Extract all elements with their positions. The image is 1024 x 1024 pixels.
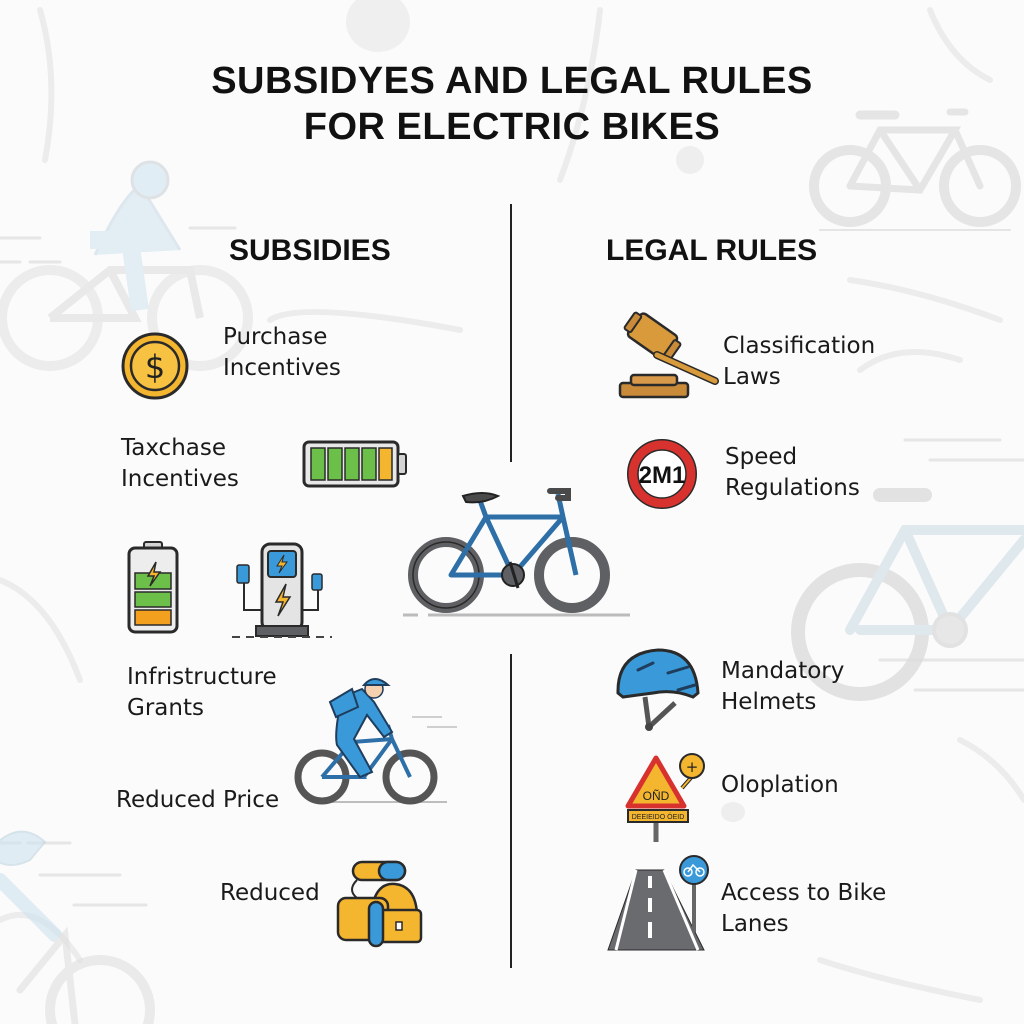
item-label-line1: Purchase (223, 324, 328, 350)
battery-vertical-icon (127, 541, 179, 634)
divider-top (510, 204, 512, 462)
legal-item-mandatory-helmets: Mandatory Helmets (721, 656, 844, 718)
item-label-line1: Access to Bike (721, 880, 887, 906)
svg-text:DEEIEIDO ÓEID: DEEIEIDO ÓEID (632, 812, 685, 821)
gavel-icon (618, 311, 719, 399)
subsidy-item-tax-incentives: Taxchase Incentives (121, 433, 239, 495)
battery-icon (302, 440, 407, 488)
bicycle-icon (403, 488, 630, 617)
legal-item-access-to-bike-lanes: Access to Bike Lanes (721, 878, 886, 940)
item-label-line2: Lanes (721, 911, 789, 937)
cyclist-icon (294, 678, 457, 805)
subsidies-heading: SUBSIDIES (229, 234, 391, 267)
item-label-line2: Incentives (223, 355, 341, 381)
page-title: SUBSIDYES AND LEGAL RULES FOR ELECTRIC B… (0, 58, 1024, 150)
item-label-line1: Taxchase (121, 435, 226, 461)
subsidy-item-infrastructure-grants: Infristructure Grants (127, 662, 277, 724)
legal-item-speed-regulations: Speed Regulations (725, 442, 860, 504)
legal-item-oloplation: Oloplation (721, 770, 839, 801)
svg-text:OÑD: OÑD (643, 789, 670, 803)
item-label-line2: Grants (127, 695, 204, 721)
item-label-line1: Speed (725, 444, 798, 470)
item-label-line1: Reduced Price (116, 787, 280, 813)
item-label-line1: Reduced (220, 880, 320, 906)
item-label-line2: Laws (723, 364, 781, 390)
legal-item-classification-laws: Classification Laws (723, 331, 875, 393)
helmet-icon (616, 648, 700, 731)
item-label-line1: Infristructure (127, 664, 277, 690)
bike-lane-icon (607, 855, 709, 951)
divider-bottom (510, 654, 512, 968)
item-label-line2: Helmets (721, 689, 817, 715)
svg-text:+: + (686, 758, 699, 776)
warning-sign-icon: + OÑD DEEIEIDO ÓEID (625, 753, 705, 842)
subsidy-item-reduced: Reduced (220, 878, 320, 909)
title-line-2: FOR ELECTRIC BIKES (303, 106, 721, 148)
item-label-line2: Regulations (725, 475, 860, 501)
subsidy-item-purchase-incentives: Purchase Incentives (223, 322, 341, 384)
item-label-line1: Classification (723, 333, 876, 359)
title-line-1: SUBSIDYES AND LEGAL RULES (211, 60, 813, 102)
legal-rules-heading: LEGAL RULES (606, 234, 818, 267)
bags-icon (336, 860, 423, 948)
speed-limit-sign-icon: 2M1 (627, 439, 697, 509)
subsidy-item-reduced-price: Reduced Price (116, 785, 279, 816)
item-label-line2: Incentives (121, 466, 239, 492)
svg-text:$: $ (145, 348, 165, 386)
dollar-coin-icon: $ (121, 332, 189, 400)
svg-text:2M1: 2M1 (639, 462, 686, 489)
item-label-line1: Oloplation (721, 772, 839, 798)
charging-station-icon (232, 542, 332, 638)
item-label-line1: Mandatory (721, 658, 845, 684)
